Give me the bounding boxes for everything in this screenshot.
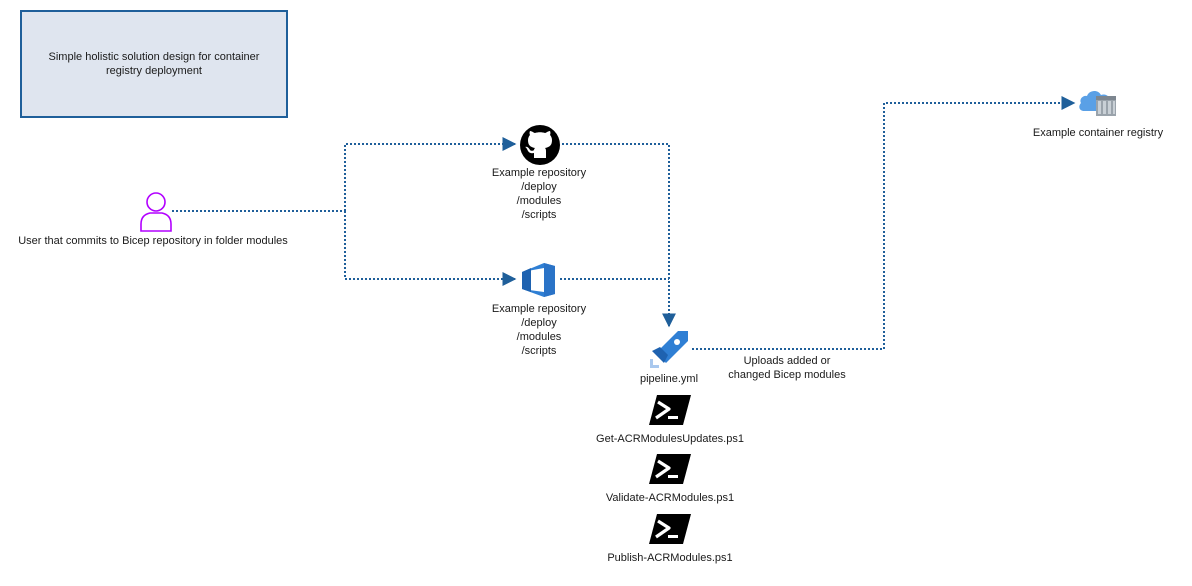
github-icon[interactable] [519, 124, 561, 166]
github-repo-line: Example repository [491, 167, 587, 179]
user-icon[interactable] [139, 191, 173, 233]
github-repo-label: Example repository /deploy /modules /scr… [468, 166, 610, 222]
script-label: Publish-ACRModules.ps1 [607, 552, 733, 564]
edge-github-to-pipeline [562, 143, 676, 328]
title-box: Simple holistic solution design for cont… [20, 10, 288, 118]
azure-repo-label: Example repository /deploy /modules /scr… [468, 302, 610, 358]
upload-edge-label: Uploads added or changed Bicep modules [712, 354, 862, 382]
container-registry-icon[interactable] [1078, 87, 1118, 119]
registry-label: Example container registry [1032, 127, 1164, 139]
powershell-icon[interactable] [649, 514, 691, 544]
edge-user-to-azure-repos [344, 211, 517, 286]
user-label: User that commits to Bicep repository in… [18, 235, 288, 247]
title-box-text: Simple holistic solution design for cont… [48, 51, 260, 77]
azure-pipelines-icon[interactable] [648, 329, 690, 369]
upload-edge-line: changed Bicep modules [728, 369, 846, 381]
script-label: Get-ACRModulesUpdates.ps1 [596, 433, 744, 445]
pipeline-label: pipeline.yml [639, 373, 699, 385]
script-label: Validate-ACRModules.ps1 [605, 492, 735, 504]
upload-edge-line: Uploads added or [743, 355, 831, 367]
github-repo-line: /deploy [521, 181, 557, 193]
azure-repo-line: /scripts [521, 345, 557, 357]
azure-repo-line: /modules [516, 331, 562, 343]
edge-pipeline-to-registry [692, 96, 1076, 350]
github-repo-line: /modules [516, 195, 562, 207]
azure-repo-line: Example repository [491, 303, 587, 315]
azure-repos-icon[interactable] [519, 262, 559, 298]
powershell-icon[interactable] [649, 454, 691, 484]
edge-user-to-github [344, 137, 517, 211]
github-repo-line: /scripts [521, 209, 557, 221]
powershell-icon[interactable] [649, 395, 691, 425]
azure-repo-line: /deploy [521, 317, 557, 329]
